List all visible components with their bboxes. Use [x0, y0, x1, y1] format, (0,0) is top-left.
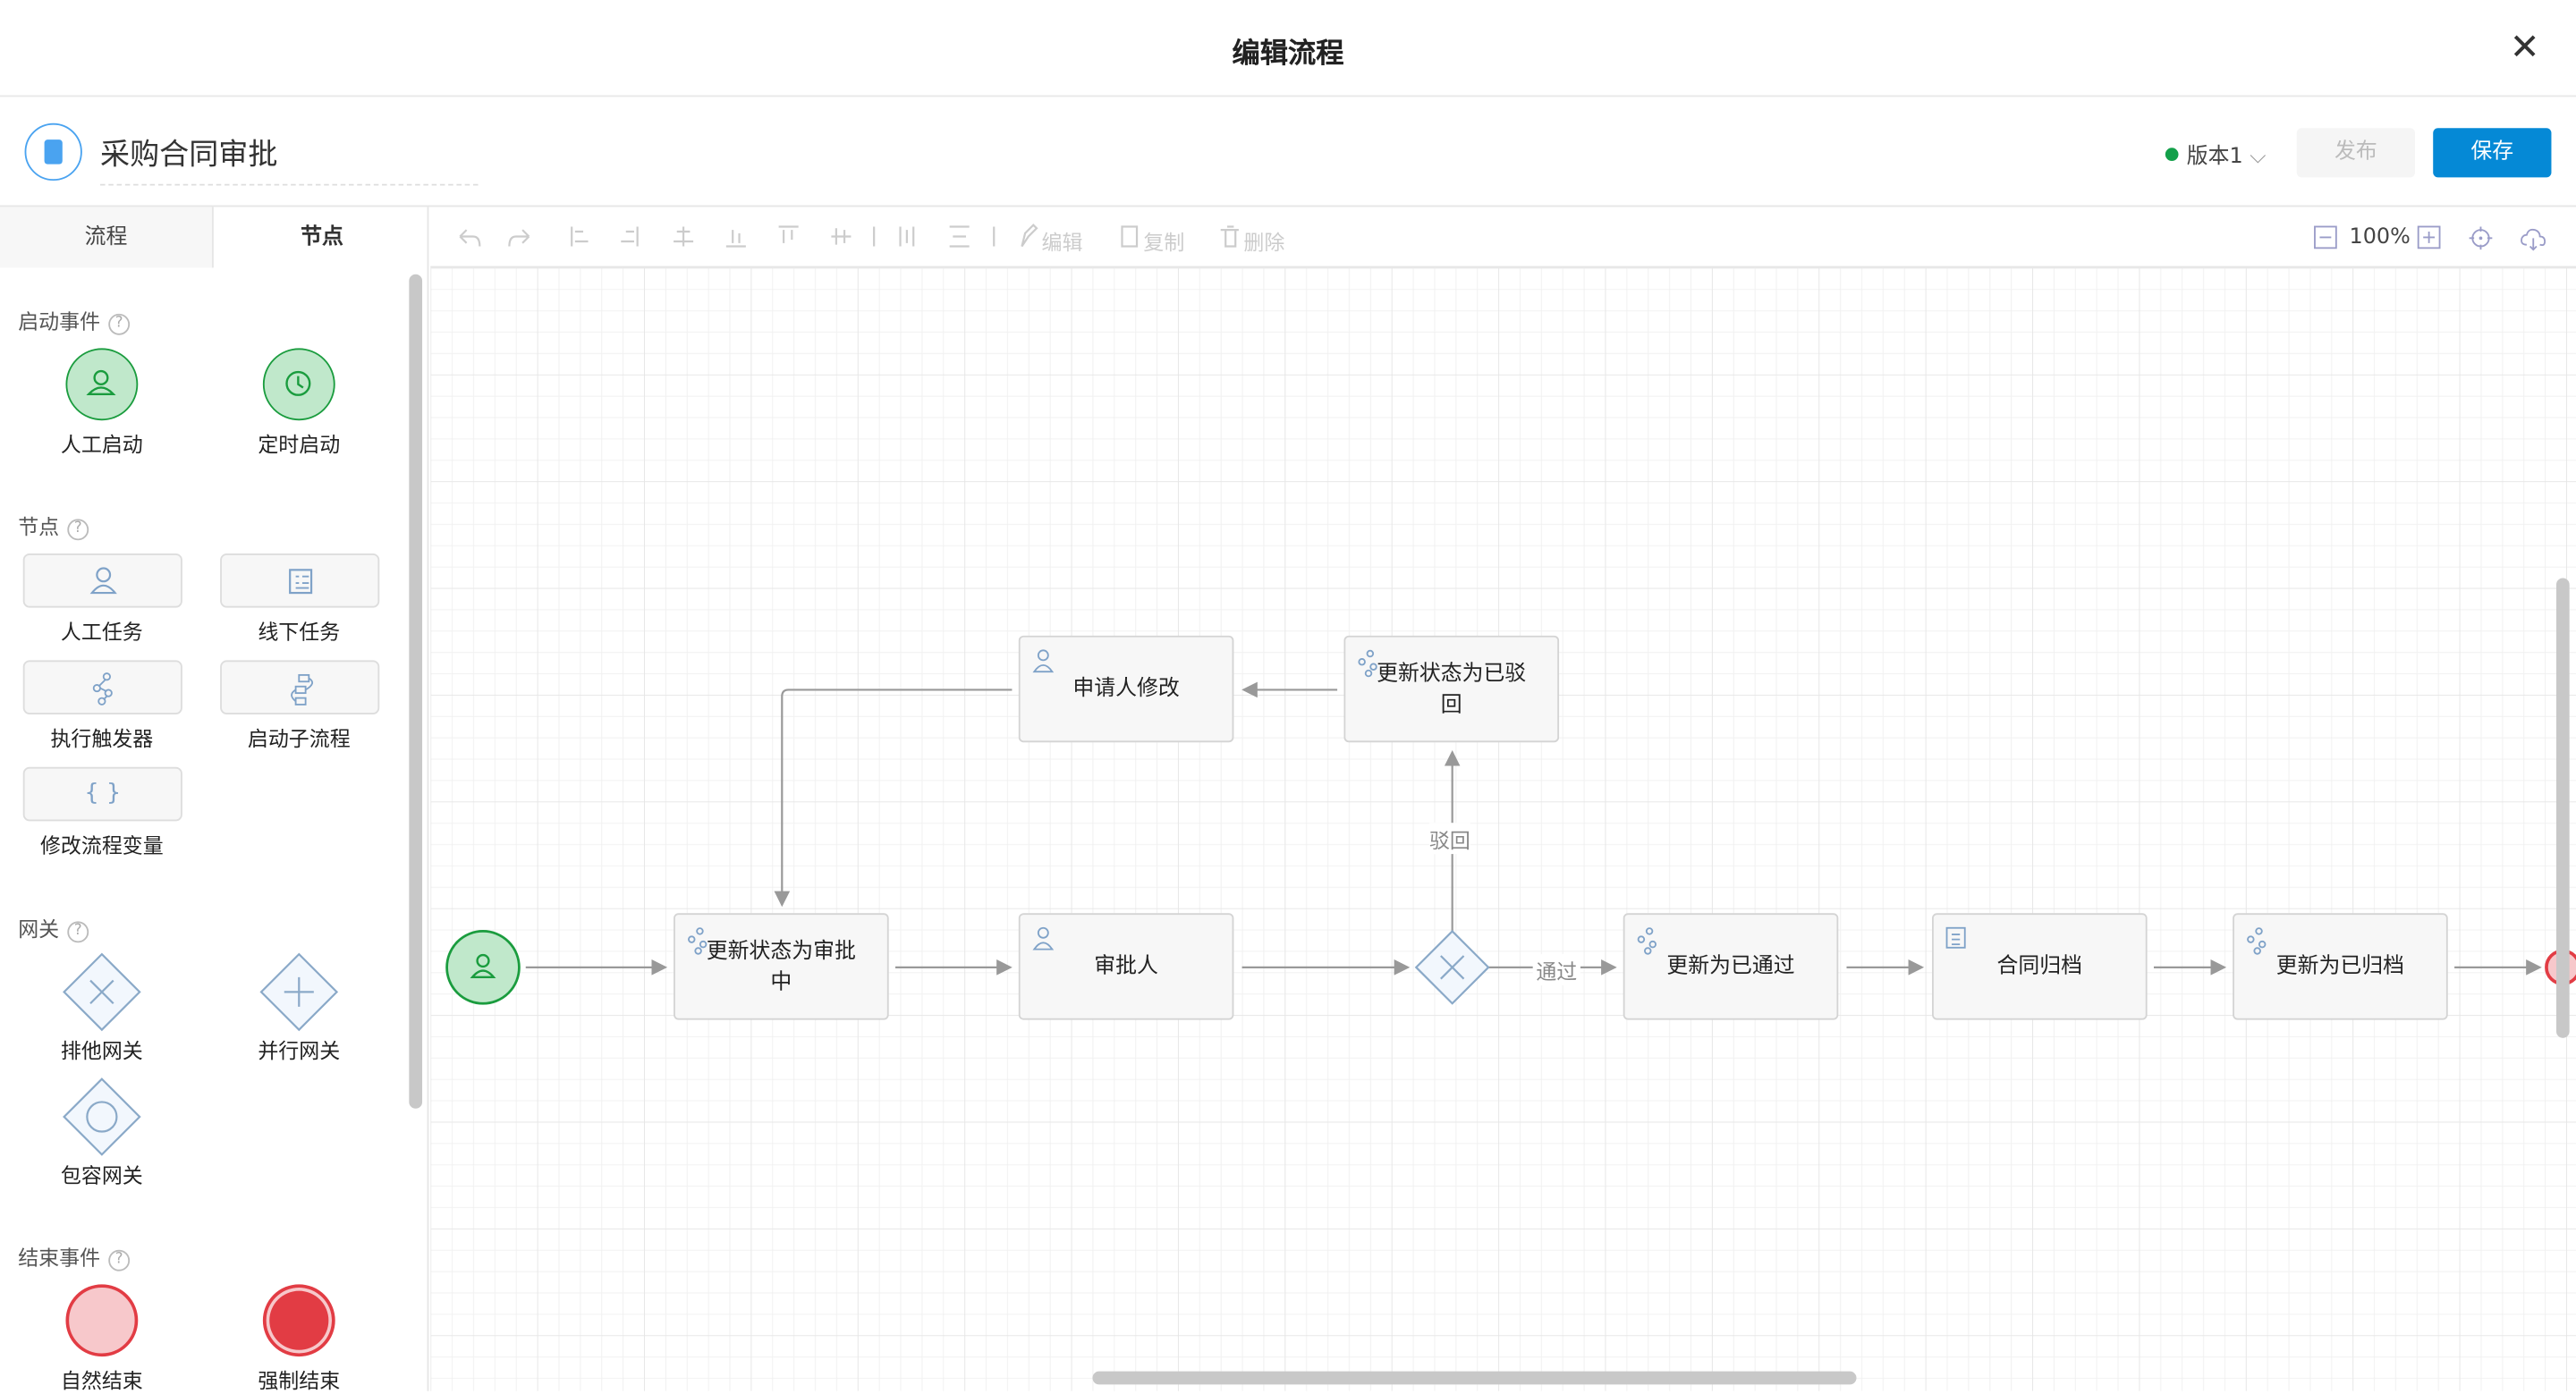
flow-node-set-pending[interactable]: 更新状态为审批中	[674, 913, 889, 1020]
redo-icon	[508, 229, 530, 247]
undo-icon	[459, 229, 481, 247]
pencil-icon	[1021, 224, 1038, 248]
section-gateways: 网关?	[18, 911, 89, 943]
canvas-toolbar: 编辑 复制 删除	[430, 207, 2576, 268]
palette-label: 自然结束	[60, 1368, 143, 1393]
braces-icon: { }	[84, 780, 122, 807]
publish-button[interactable]: 发布	[2296, 128, 2416, 178]
flow-node-applicant-edit[interactable]: 申请人修改	[1018, 635, 1234, 743]
palette-label: 人工启动	[60, 432, 143, 457]
offline-task-palette-item[interactable]	[220, 553, 380, 608]
canvas-vertical-scrollbar[interactable]	[2555, 578, 2570, 1038]
close-icon[interactable]: ✕	[2509, 28, 2540, 70]
exclusive-gateway	[1414, 929, 1490, 1005]
parallel-gateway-palette-item[interactable]	[259, 952, 339, 1032]
edit-button[interactable]: 编辑	[1041, 230, 1083, 255]
palette-label: 包容网关	[60, 1162, 143, 1187]
canvas-horizontal-scrollbar[interactable]	[1092, 1371, 1857, 1385]
copy-icon	[1121, 225, 1139, 248]
version-select[interactable]: 版本1 ⌵	[2165, 138, 2267, 170]
align-bottom-icon	[725, 230, 746, 248]
palette-label: 人工任务	[60, 619, 143, 645]
zoom-out-icon[interactable]	[2313, 225, 2339, 251]
section-start-events: 启动事件?	[18, 304, 131, 335]
palette-label: 定时启动	[258, 432, 341, 457]
distribute-h-icon	[899, 226, 915, 247]
edge	[774, 689, 1013, 908]
zoom-level: 100%	[2349, 224, 2411, 250]
section-nodes: 节点?	[18, 509, 89, 541]
palette-label: 启动子流程	[247, 725, 351, 751]
clipboard-icon	[289, 569, 313, 595]
timer-start-palette-item[interactable]	[262, 348, 335, 421]
save-button[interactable]: 保存	[2433, 128, 2552, 178]
subprocess-icon	[291, 673, 314, 705]
sidebar-scrollbar[interactable]	[409, 274, 423, 1109]
process-bar	[0, 98, 2576, 207]
user-icon	[476, 953, 490, 968]
palette-label: 修改流程变量	[39, 832, 164, 858]
version-label: 版本1	[2186, 144, 2243, 170]
user-icon	[86, 369, 116, 396]
flow-node-set-rejected[interactable]: 更新状态为已驳回	[1343, 635, 1560, 743]
palette-label: 强制结束	[258, 1368, 341, 1393]
tab-process[interactable]: 流程	[0, 207, 214, 268]
sidebar	[0, 207, 429, 1391]
palette-label: 排他网关	[60, 1037, 143, 1063]
align-top-icon	[778, 225, 799, 243]
locate-icon[interactable]	[2468, 225, 2494, 251]
share-nodes-icon	[92, 672, 113, 705]
flow-canvas[interactable]	[430, 267, 2576, 1391]
exclusive-gateway-palette-item[interactable]	[63, 952, 141, 1032]
zoom-in-icon[interactable]	[2417, 225, 2443, 251]
help-icon[interactable]: ?	[108, 313, 131, 335]
distribute-v-icon	[949, 225, 970, 248]
inclusive-gateway-palette-item[interactable]	[63, 1077, 141, 1156]
dialog-header: 编辑流程	[0, 0, 2576, 97]
align-middle-icon	[831, 228, 852, 245]
force-end-palette-item[interactable]	[262, 1284, 335, 1357]
user-task-palette-item[interactable]	[22, 553, 182, 608]
flow-node-archive[interactable]: 合同归档	[1932, 913, 2148, 1020]
flow-node-set-archived[interactable]: 更新为已归档	[2233, 913, 2448, 1020]
clock-icon	[285, 370, 311, 396]
download-cloud-icon[interactable]	[2519, 225, 2548, 251]
section-end-events: 结束事件?	[18, 1240, 131, 1271]
flow-node-approver[interactable]: 审批人	[1018, 913, 1234, 1020]
subprocess-palette-item[interactable]	[220, 660, 380, 714]
palette-label: 执行触发器	[50, 725, 154, 751]
manual-start-palette-item[interactable]	[65, 348, 139, 421]
copy-button[interactable]: 复制	[1143, 230, 1185, 255]
trash-icon	[1220, 225, 1239, 248]
flow-node-set-passed[interactable]: 更新为已通过	[1623, 913, 1839, 1020]
delete-button[interactable]: 删除	[1243, 230, 1285, 255]
edge-label-reject[interactable]: 驳回	[1428, 823, 1470, 855]
align-left-icon	[571, 226, 589, 247]
align-center-icon	[674, 226, 694, 247]
variable-palette-item[interactable]: { }	[22, 766, 182, 822]
dialog-title: 编辑流程	[1232, 38, 1344, 71]
chevron-down-icon: ⌵	[2250, 144, 2267, 170]
palette-label: 线下任务	[258, 619, 341, 645]
document-icon	[24, 123, 82, 182]
status-dot	[2165, 148, 2179, 162]
edge-label-pass[interactable]: 通过	[1532, 954, 1580, 986]
tab-nodes[interactable]: 节点	[301, 224, 343, 250]
help-icon[interactable]: ?	[67, 519, 89, 541]
help-icon[interactable]: ?	[108, 1249, 131, 1271]
align-right-icon	[621, 226, 639, 247]
natural-end-palette-item[interactable]	[65, 1284, 139, 1357]
process-name-input[interactable]: 采购合同审批	[100, 131, 479, 186]
help-icon[interactable]: ?	[67, 921, 89, 943]
palette-label: 并行网关	[258, 1037, 341, 1063]
trigger-palette-item[interactable]	[22, 660, 182, 714]
user-icon	[89, 567, 117, 595]
